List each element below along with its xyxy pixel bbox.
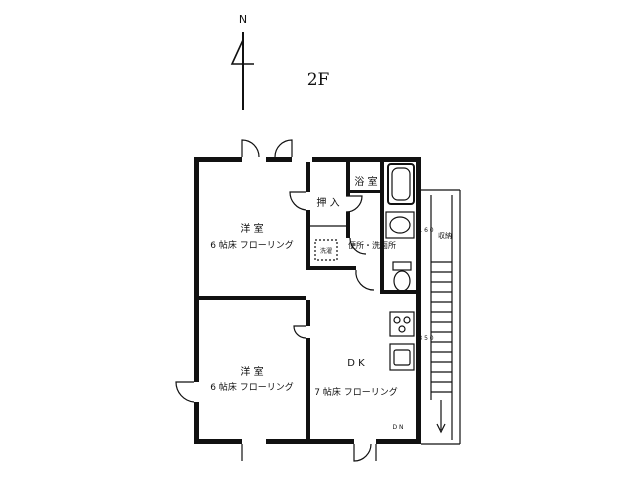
dining-kitchen-size: 7 帖床 フローリング <box>314 386 397 398</box>
laundry-spot-name: 洗濯 <box>320 247 332 255</box>
stove-icon <box>389 311 415 337</box>
dining-kitchen-name: D K <box>347 358 365 369</box>
laundry-spot-icon <box>314 239 338 261</box>
western-room-top-size: 6 帖床 フローリング <box>210 239 293 251</box>
stair-treads <box>431 261 452 434</box>
stair-dimension-2: 3 5 0 <box>418 335 433 342</box>
closet-name: 押 入 <box>316 196 339 209</box>
toilet-icon <box>392 261 412 292</box>
bathroom-name: 浴 室 <box>354 175 377 188</box>
doors <box>175 139 377 462</box>
sink-icon <box>389 343 415 371</box>
western-room-bottom-size: 6 帖床 フローリング <box>210 381 293 393</box>
down-note-bottom: D N <box>392 424 403 431</box>
western-room-top-name: 洋 室 <box>240 222 263 235</box>
stair-area <box>421 189 461 445</box>
bathtub-icon <box>387 163 415 205</box>
western-room-bottom-name: 洋 室 <box>240 365 263 378</box>
stairs-storage-label: 収納 <box>438 231 452 240</box>
washbasin-icon <box>385 211 415 239</box>
floor-label: 2F <box>307 70 330 90</box>
stair-dimension-1: 1 6 0 <box>418 227 433 234</box>
interior-walls <box>194 162 416 444</box>
north-arrow-icon <box>230 32 254 110</box>
north-label: N <box>239 13 247 26</box>
washroom-name: 便所・洗面所 <box>348 240 396 250</box>
